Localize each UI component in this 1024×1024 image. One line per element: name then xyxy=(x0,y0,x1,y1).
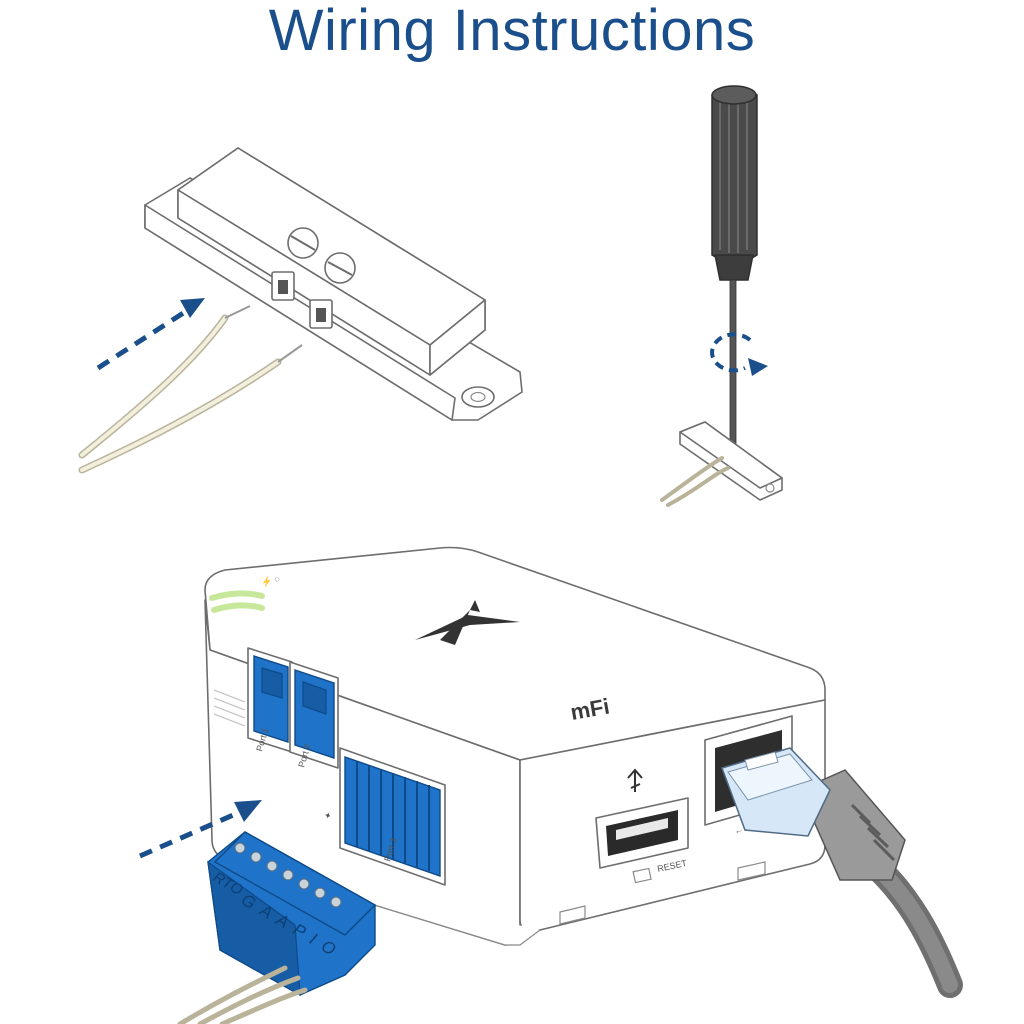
dashed-arrow-icon xyxy=(138,800,262,859)
port-3-terminal-header xyxy=(339,747,446,886)
rotation-arrow-icon xyxy=(710,332,768,376)
small-logo: ✦ xyxy=(322,810,334,820)
page-title: Wiring Instructions xyxy=(268,0,756,63)
ethernet-cable-illustration xyxy=(721,747,963,998)
reset-button xyxy=(632,867,652,884)
screwdriver-illustration xyxy=(660,85,783,507)
terminal-block-plug: RTO G A A P I O xyxy=(177,831,377,1024)
port-1-jack xyxy=(247,647,293,753)
port-2-jack xyxy=(289,661,339,769)
usb-icon xyxy=(627,768,643,792)
ubiquiti-logo-icon xyxy=(415,600,520,645)
usb-port xyxy=(595,797,689,869)
dashed-arrow-icon xyxy=(96,298,205,371)
door-sensor-illustration xyxy=(78,147,523,474)
